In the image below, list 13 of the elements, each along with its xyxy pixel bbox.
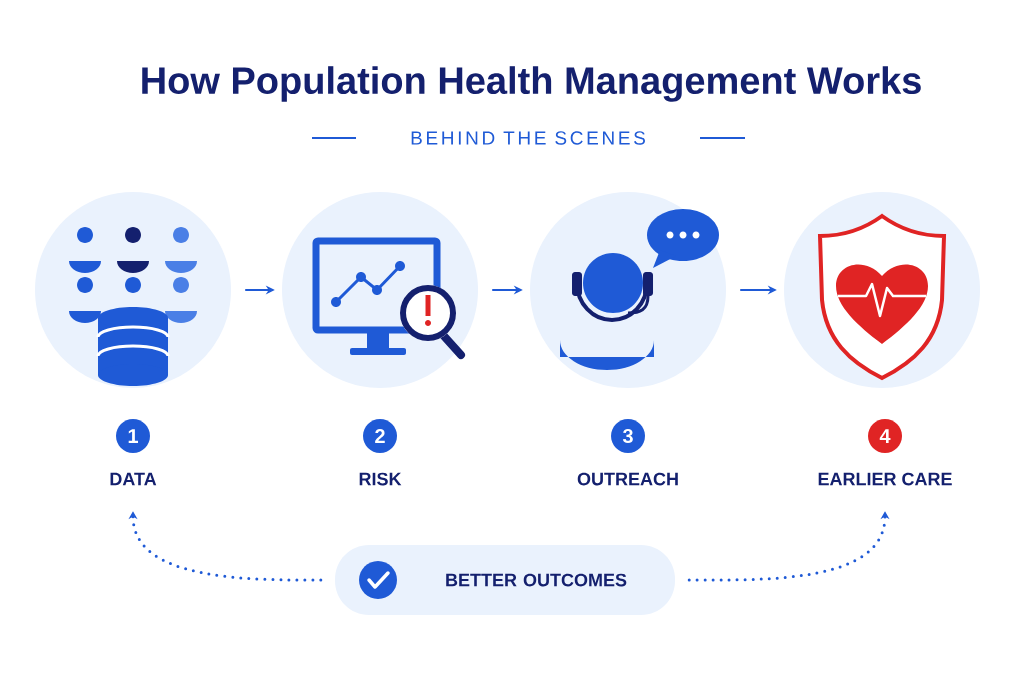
number-badge: 2	[363, 419, 397, 453]
step-label: DATA	[110, 472, 157, 486]
number-badge: 3	[611, 419, 645, 453]
step-label: RISK	[359, 472, 402, 486]
subtitle: BEHIND THE SCENES	[411, 131, 645, 145]
number-badge: 1	[116, 419, 150, 453]
step-circle	[282, 192, 478, 388]
outcome-pill: BETTER OUTCOMES	[335, 545, 675, 615]
step-label: OUTREACH	[577, 472, 678, 486]
number-badge: 4	[868, 419, 902, 453]
dotted-arrow	[128, 511, 323, 582]
step-label: EARLIER CARE	[818, 472, 952, 486]
title: How Population Health Management Works	[142, 66, 921, 102]
